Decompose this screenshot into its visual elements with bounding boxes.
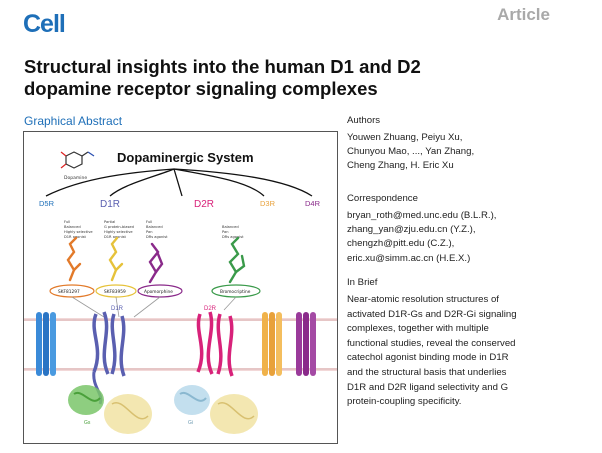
correspondence-email-2[interactable]: zhang_yan@zju.edu.cn (Y.Z.), (347, 224, 476, 236)
d1r-complex (68, 311, 152, 434)
receptor-tree (45, 168, 313, 197)
ligand-4-desc-1: Balanced (222, 225, 239, 229)
dopamine-molecule (60, 151, 95, 169)
ligand-descriptions: Full Balanced Highly selective D1R agoni… (64, 220, 244, 239)
in-brief-heading: In Brief (347, 277, 378, 288)
authors-line-1: Youwen Zhuang, Peiyu Xu, (347, 132, 463, 143)
in-brief-line-7: D1R and D2R ligand selectivity and G (347, 381, 509, 393)
in-brief-line-3: complexes, together with multiple (347, 323, 489, 335)
dopamine-label: Dopamine (64, 175, 87, 181)
ligand-2-name: SKF83959 (104, 289, 126, 295)
authors-line-3: Cheng Zhang, H. Eric Xu (347, 160, 454, 172)
correspondence-email-1[interactable]: bryan_roth@med.unc.edu (B.L.R.), (347, 210, 497, 221)
ligand-structures (66, 236, 246, 284)
correspondence-heading: Correspondence (347, 193, 418, 204)
gi-label: Gi (188, 420, 193, 426)
ligand-2-desc-2: G protein-biased (104, 225, 134, 229)
receptor-label-d4r: D4R (305, 199, 321, 208)
ligand-connectors (71, 296, 237, 318)
d2r-complex-label: D2R (204, 306, 217, 312)
correspondence-email-3[interactable]: chengzh@pitt.edu (C.Z.), (347, 238, 455, 250)
in-brief-line-8: protein-coupling specificity. (347, 396, 462, 408)
in-brief-line-1: Near-atomic resolution structures of (347, 294, 499, 305)
d5r-receptor (36, 312, 56, 376)
authors-list: Youwen Zhuang, Peiyu Xu, Chunyou Mao, ..… (347, 131, 592, 174)
ligand-3-desc-2: Balanced (146, 225, 163, 229)
d4r-receptor (296, 312, 316, 376)
graphical-abstract-figure: Dopamine Dopaminergic System D5R D1R D2R… (23, 131, 338, 444)
in-brief-line-4: functional studies, reveal the conserved (347, 337, 516, 349)
graphical-abstract-heading: Graphical Abstract (24, 114, 123, 128)
paper-title: Structural insights into the human D1 an… (24, 56, 584, 100)
ligand-4-desc-3: DRs agonist (222, 235, 244, 239)
ligand-2-desc-1: Partial (104, 220, 115, 224)
title-line-1: Structural insights into the human D1 an… (24, 56, 421, 77)
in-brief-line-6: and the structural basis that underlies (347, 366, 507, 378)
receptor-label-d2r: D2R (194, 199, 214, 210)
graphical-abstract-svg: Dopamine Dopaminergic System D5R D1R D2R… (24, 150, 337, 434)
ligand-1-name: SKF81297 (58, 289, 80, 295)
ligand-3-desc-3: Pan (146, 230, 153, 234)
ligand-3-name: Apomorphine (144, 289, 173, 295)
ligand-2-desc-4: D1R agonist (104, 235, 127, 239)
ligand-3-desc-4: DRs agonist (146, 235, 168, 239)
in-brief-text: Near-atomic resolution structures of act… (347, 293, 592, 410)
ligand-1-desc-4: D1R agonist (64, 235, 87, 239)
ligand-1-desc-1: Full (64, 220, 70, 224)
ligand-1-desc-2: Balanced (64, 225, 81, 229)
ligand-4-name: Bromocriptine (220, 289, 251, 295)
d1r-complex-label: D1R (111, 306, 124, 312)
in-brief-line-2: activated D1R-Gs and D2R-Gi signaling (347, 308, 517, 320)
receptor-label-d3r: D3R (260, 199, 276, 208)
in-brief-line-5: catechol agonist binding mode in D1R (347, 352, 509, 364)
article-type-label: Article (497, 5, 550, 24)
correspondence-list: bryan_roth@med.unc.edu (B.L.R.), zhang_y… (347, 209, 592, 266)
ligand-3-desc-1: Full (146, 220, 152, 224)
gs-label: Gs (84, 420, 91, 426)
receptor-label-d1r: D1R (100, 199, 120, 210)
receptor-label-d5r: D5R (39, 199, 55, 208)
d2r-complex (174, 311, 258, 434)
ligand-4-desc-2: Pan (222, 230, 229, 234)
correspondence-email-4[interactable]: eric.xu@simm.ac.cn (H.E.X.) (347, 252, 471, 264)
authors-line-2: Chunyou Mao, ..., Yan Zhang, (347, 146, 475, 158)
system-title: Dopaminergic System (117, 150, 254, 165)
ligand-1-desc-3: Highly selective (64, 230, 93, 234)
journal-logo: Cell (23, 10, 66, 38)
d3r-receptor (262, 312, 282, 376)
title-line-2: dopamine receptor signaling complexes (24, 78, 378, 99)
ligand-2-desc-3: Highly selective (104, 230, 133, 234)
membrane (24, 318, 337, 371)
authors-heading: Authors (347, 115, 381, 126)
